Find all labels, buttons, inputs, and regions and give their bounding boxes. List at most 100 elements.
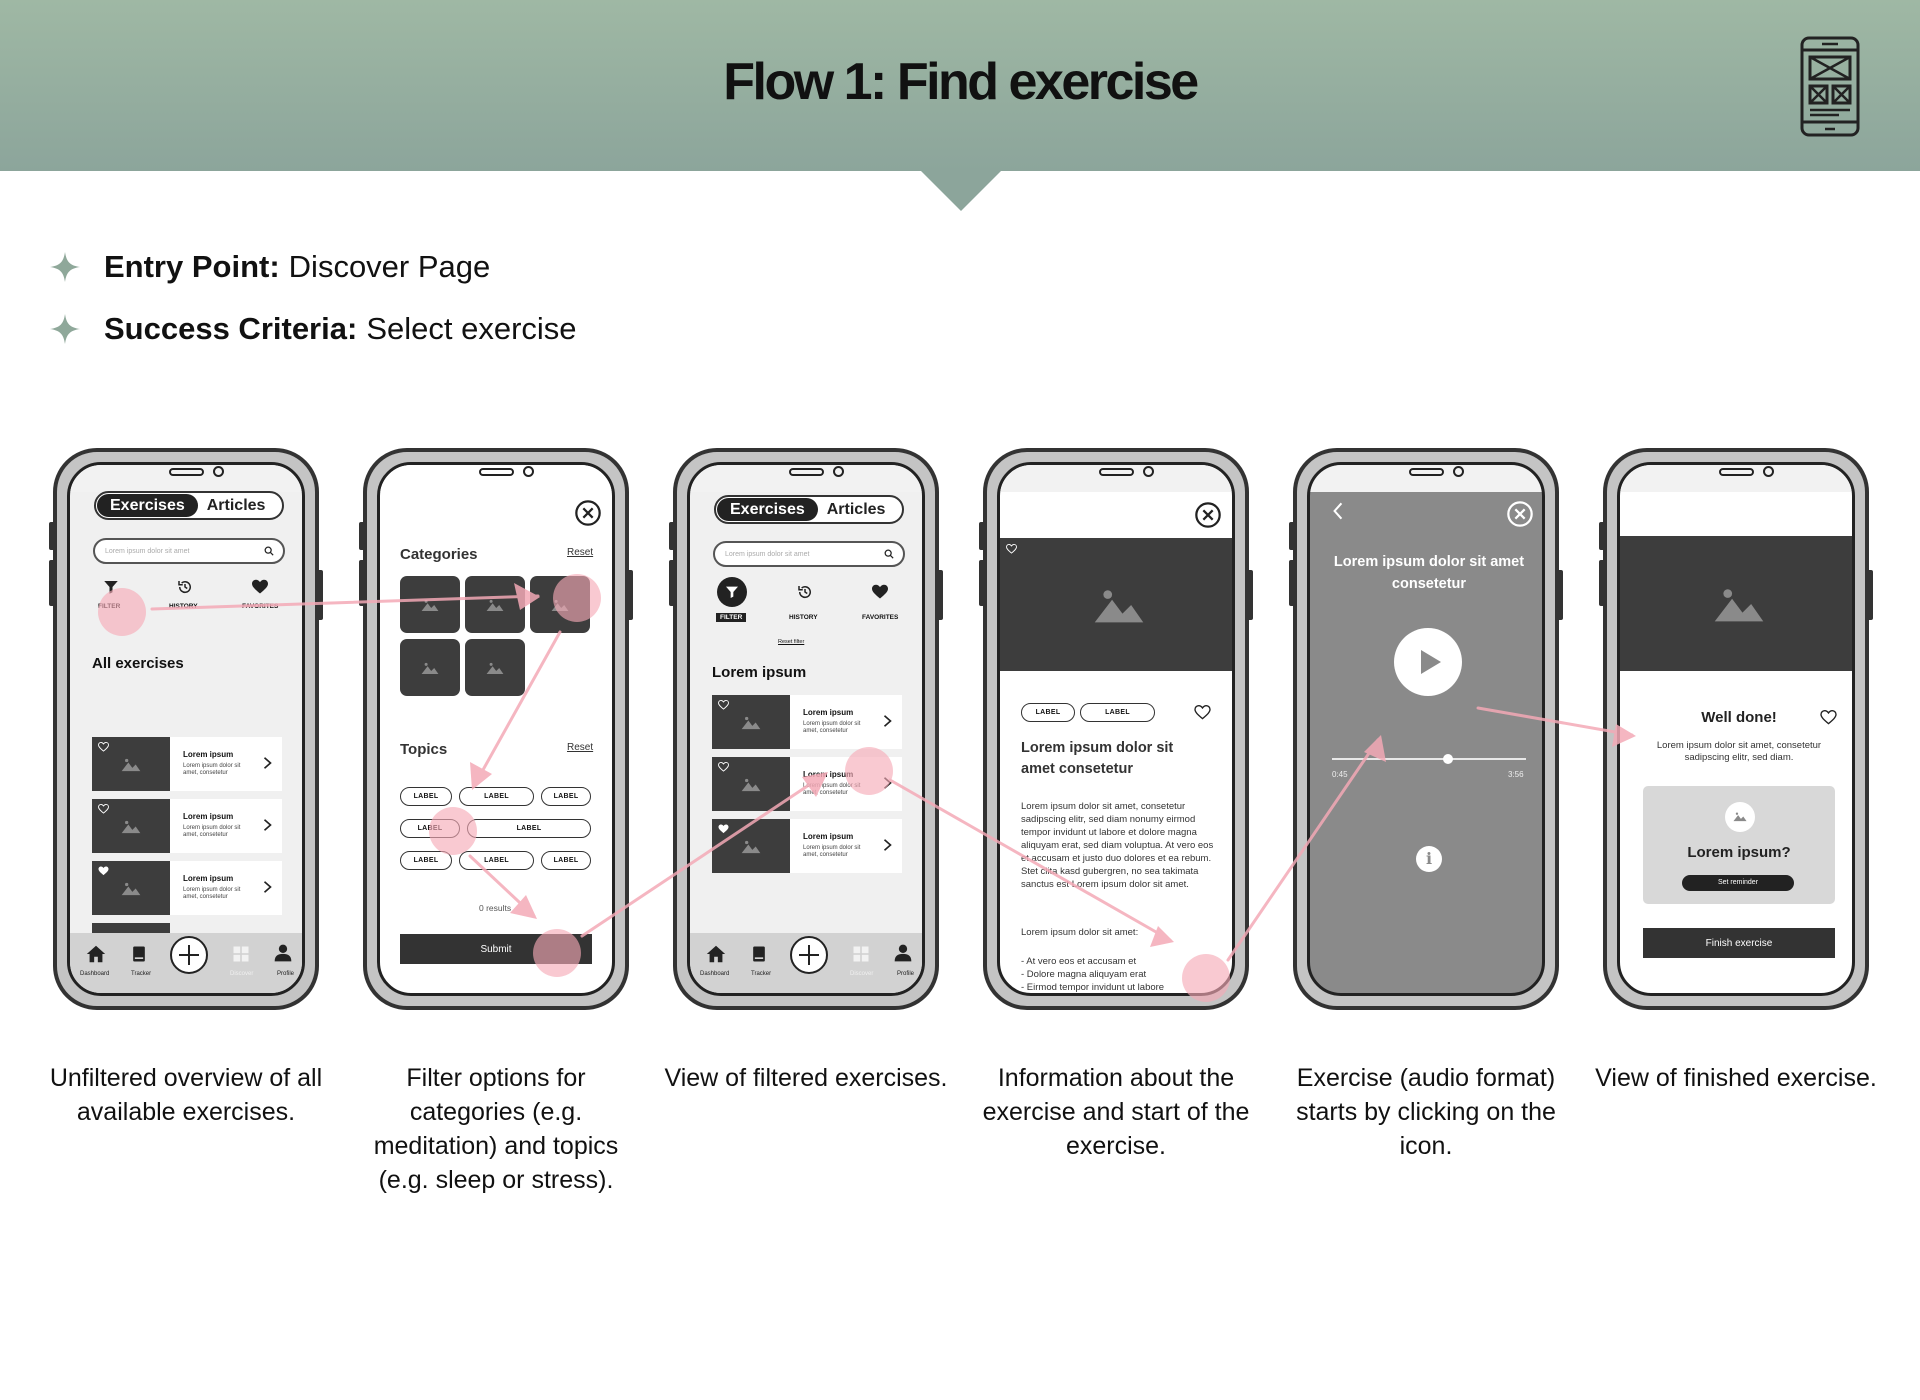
caption-6: View of finished exercise. xyxy=(1595,1064,1877,1092)
chevron-right-icon xyxy=(883,838,892,852)
tracker-icon[interactable] xyxy=(749,944,769,964)
favorites-label: FAVORITES xyxy=(862,614,899,621)
filter-label: FILTER xyxy=(716,613,747,622)
discover-icon[interactable] xyxy=(851,944,871,964)
category-tile[interactable] xyxy=(530,576,590,633)
topic-tag[interactable]: LABEL xyxy=(400,851,452,870)
categories-heading: Categories xyxy=(400,546,478,563)
heart-icon[interactable] xyxy=(251,579,269,595)
search-input[interactable]: Lorem ipsum dolor sit amet xyxy=(713,541,905,567)
history-icon[interactable] xyxy=(796,583,814,601)
home-icon[interactable] xyxy=(704,943,728,965)
add-icon[interactable] xyxy=(789,935,829,975)
close-icon[interactable] xyxy=(574,499,602,527)
search-input[interactable]: Lorem ipsum dolor sit amet xyxy=(93,538,285,564)
topic-tag[interactable]: LABEL xyxy=(459,851,534,870)
chevron-right-icon xyxy=(263,880,272,894)
submit-button[interactable]: Submit xyxy=(400,934,592,964)
exercise-title: Lorem ipsum dolor sit amet consetetur xyxy=(1021,740,1174,777)
heart-icon[interactable] xyxy=(718,824,729,834)
profile-icon[interactable] xyxy=(893,943,913,963)
success-criteria: Success Criteria: Select exercise xyxy=(50,311,577,347)
tab-articles[interactable]: Articles xyxy=(826,500,886,518)
phone-speaker xyxy=(1719,468,1754,476)
heart-icon[interactable] xyxy=(1194,705,1211,720)
phone-speaker xyxy=(169,468,204,476)
category-tile[interactable] xyxy=(400,639,460,696)
topic-tag[interactable]: LABEL xyxy=(400,787,452,806)
section-title: Lorem ipsum xyxy=(712,664,807,681)
topic-tag[interactable]: LABEL xyxy=(459,787,534,806)
caption-5: Exercise (audio format) starts by clicki… xyxy=(1296,1064,1556,1160)
exercise-thumbnail xyxy=(712,695,790,749)
profile-icon[interactable] xyxy=(273,943,293,963)
time-elapsed: 0:45 xyxy=(1332,770,1348,779)
close-icon[interactable] xyxy=(1194,501,1222,529)
search-icon xyxy=(264,546,274,556)
categories-reset-link[interactable]: Reset xyxy=(567,547,594,558)
caption-4: Information about the exercise and start… xyxy=(982,1064,1250,1160)
tab-articles[interactable]: Articles xyxy=(206,496,266,514)
screen: Exercises Articles Lorem ipsum dolor sit… xyxy=(687,462,925,996)
progress-handle[interactable] xyxy=(1443,754,1454,764)
tab-exercises[interactable]: Exercises xyxy=(717,498,818,521)
info-icon[interactable]: i xyxy=(1416,846,1442,872)
tab-switch[interactable]: Exercises Articles xyxy=(94,491,284,520)
heart-icon[interactable] xyxy=(98,804,109,814)
well-done-title: Well done! xyxy=(1701,709,1777,726)
phone-camera xyxy=(213,466,224,477)
screen: Lorem ipsum dolor sit amet consetetur 0:… xyxy=(1307,462,1545,996)
filter-label: FILTER xyxy=(98,603,121,610)
add-icon[interactable] xyxy=(169,935,209,975)
tab-switch[interactable]: Exercises Articles xyxy=(714,495,904,524)
phone-speaker xyxy=(1409,468,1444,476)
chevron-right-icon xyxy=(883,776,892,790)
progress-track[interactable] xyxy=(1332,758,1526,760)
home-icon[interactable] xyxy=(84,943,108,965)
exercise-tag: LABEL xyxy=(1021,703,1075,722)
heart-icon[interactable] xyxy=(1820,710,1837,725)
heart-icon[interactable] xyxy=(98,742,109,752)
heart-icon[interactable] xyxy=(718,762,729,772)
heart-icon[interactable] xyxy=(718,700,729,710)
topic-tag[interactable]: LABEL xyxy=(541,851,591,870)
tracker-icon[interactable] xyxy=(129,944,149,964)
filter-icon[interactable] xyxy=(102,578,120,596)
history-icon[interactable] xyxy=(176,578,194,596)
close-icon[interactable] xyxy=(1506,500,1534,528)
filter-icon xyxy=(724,584,740,600)
set-reminder-button[interactable]: Set reminder xyxy=(1682,875,1794,891)
heart-icon[interactable] xyxy=(871,584,889,600)
category-tile[interactable] xyxy=(465,576,525,633)
category-tile[interactable] xyxy=(400,576,460,633)
topics-heading: Topics xyxy=(400,741,448,758)
topics-reset-link[interactable]: Reset xyxy=(567,742,594,753)
discover-icon[interactable] xyxy=(231,944,251,964)
heart-icon[interactable] xyxy=(1006,544,1017,554)
back-icon[interactable] xyxy=(1332,501,1344,521)
tab-exercises[interactable]: Exercises xyxy=(97,494,198,517)
play-button[interactable] xyxy=(1394,628,1462,696)
category-tile[interactable] xyxy=(465,639,525,696)
phone-speaker xyxy=(479,468,514,476)
reset-filter-link[interactable]: Reset filter xyxy=(778,639,805,645)
play-icon xyxy=(1421,650,1441,674)
heart-icon[interactable] xyxy=(98,866,109,876)
exercise-hero-image xyxy=(1620,536,1852,671)
wireframe-phone-icon xyxy=(1800,36,1860,137)
exercise-hero-image xyxy=(1000,538,1232,671)
finish-exercise-button[interactable]: Finish exercise xyxy=(1643,928,1835,958)
topic-tag[interactable]: LABEL xyxy=(400,819,460,838)
topic-tag[interactable]: LABEL xyxy=(541,787,591,806)
exercise-tag: LABEL xyxy=(1080,703,1155,722)
sparkle-icon xyxy=(50,314,80,344)
reminder-title: Lorem ipsum? xyxy=(1687,844,1791,861)
filter-active-button[interactable] xyxy=(717,577,747,607)
topic-tag[interactable]: LABEL xyxy=(467,819,591,838)
